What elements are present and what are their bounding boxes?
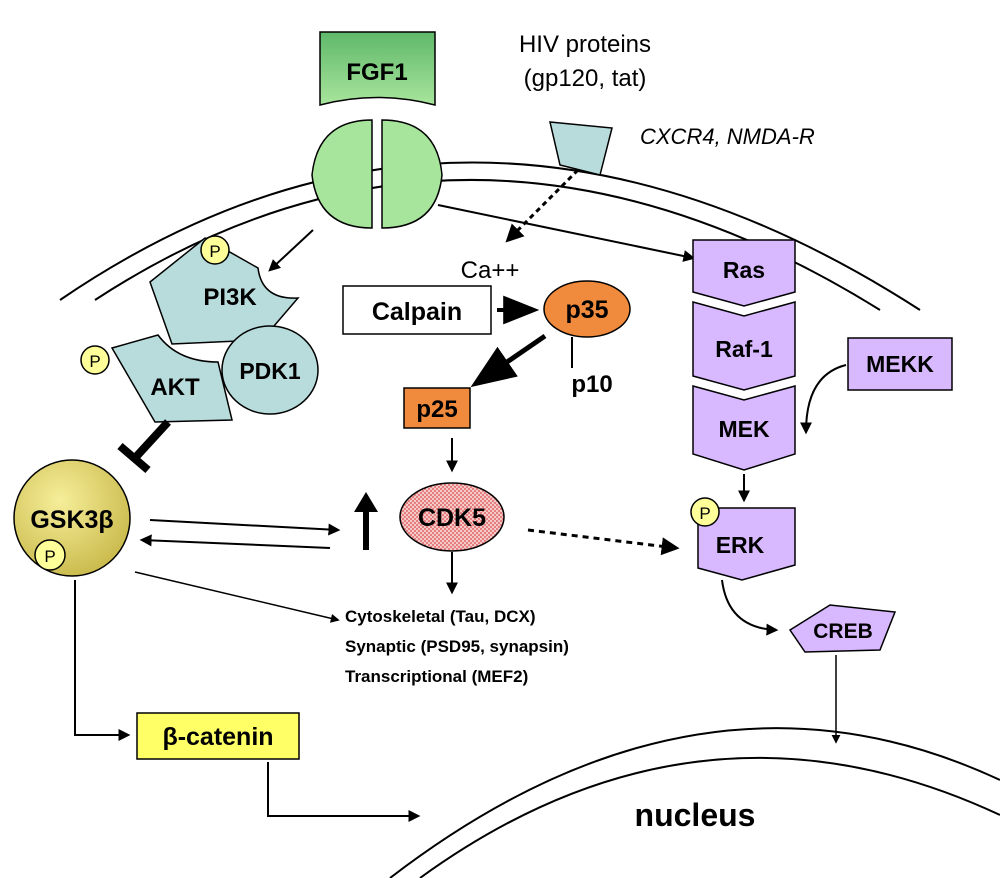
- arrow-mekk-to-mek: [800, 364, 847, 435]
- calcium-label: Ca++: [461, 257, 520, 284]
- erk-node: ERK: [697, 507, 796, 581]
- akt-label: AKT: [150, 374, 200, 401]
- gsk3b-node: GSK3β: [13, 459, 131, 577]
- raf1-node: Raf-1: [692, 301, 796, 391]
- beta-catenin-node: β-catenin: [136, 712, 300, 760]
- erk-label: ERK: [716, 532, 765, 558]
- arrow-catenin-to-nucleus: [267, 762, 421, 822]
- hiv-proteins-label: HIV proteins: [519, 31, 651, 58]
- ras-node: Ras: [692, 239, 796, 307]
- inhibition-akt-gsk3b: [117, 419, 171, 474]
- gsk3b-phospho-label: P: [44, 547, 55, 566]
- arrow-gsk3b-to-catenin: [74, 580, 131, 741]
- hiv-proteins-sub-label: (gp120, tat): [524, 65, 647, 92]
- mekk-node: MEKK: [847, 337, 953, 391]
- gsk3b-label: GSK3β: [30, 506, 113, 534]
- arrow-cdk5-to-gsk3b: [139, 534, 331, 549]
- erk-phospho: P: [690, 497, 720, 527]
- beta-catenin-label: β-catenin: [162, 723, 273, 751]
- mek-label: MEK: [718, 416, 770, 442]
- target-synaptic: Synaptic (PSD95, synapsin): [345, 637, 569, 656]
- arrow-gsk3b-to-targets: [134, 571, 340, 623]
- creb-label: CREB: [813, 620, 873, 643]
- pi3k-node: PI3K: [149, 237, 300, 345]
- cdk5-targets: Cytoskeletal (Tau, DCX) Synaptic (PSD95,…: [345, 607, 569, 686]
- akt-node: AKT: [110, 334, 233, 423]
- arrow-cdk5-to-erk: [527, 528, 680, 556]
- target-transcriptional: Transcriptional (MEF2): [345, 667, 528, 686]
- gsk3b-phospho: P: [34, 539, 66, 571]
- p10-label: p10: [571, 371, 612, 398]
- nucleus-label: nucleus: [635, 797, 756, 833]
- pdk1-node: PDK1: [221, 325, 319, 415]
- cdk5-label: CDK5: [418, 504, 486, 532]
- arrow-gsk3b-to-cdk5: [149, 519, 341, 536]
- pdk1-label: PDK1: [239, 358, 301, 384]
- arrow-receptor-to-calcium: [505, 168, 580, 243]
- arrow-receptor-to-ras: [437, 204, 696, 262]
- erk-phospho-label: P: [699, 504, 710, 523]
- cdk5-node: CDK5: [399, 482, 505, 552]
- ras-label: Ras: [723, 257, 765, 283]
- increase-arrow-icon: [354, 492, 378, 550]
- pi3k-phospho: P: [200, 235, 230, 265]
- creb-node: CREB: [788, 604, 897, 653]
- raf1-label: Raf-1: [715, 336, 773, 362]
- akt-phospho: P: [80, 345, 110, 375]
- pi3k-phospho-label: P: [209, 242, 220, 261]
- arrow-p35-to-p25: [470, 333, 547, 388]
- nucleus-membrane: [389, 727, 1000, 878]
- target-cytoskeletal: Cytoskeletal (Tau, DCX): [345, 607, 536, 626]
- fgf1-ligand: FGF1: [319, 31, 436, 106]
- calpain-node: Calpain: [342, 285, 492, 335]
- p25-node: p25: [403, 387, 471, 429]
- p35-label: p35: [565, 296, 608, 324]
- arrow-erk-to-creb: [721, 579, 779, 636]
- fgf-receptor: [311, 119, 443, 229]
- fgf1-label: FGF1: [346, 59, 407, 86]
- pi3k-label: PI3K: [203, 284, 257, 311]
- p25-label: p25: [416, 396, 457, 423]
- p35-node: p35: [543, 280, 631, 338]
- mekk-label: MEKK: [866, 351, 934, 377]
- akt-phospho-label: P: [89, 352, 100, 371]
- arrow-receptor-to-pi3k: [268, 229, 314, 272]
- hiv-receptor: [549, 121, 613, 176]
- receptor-label: CXCR4, NMDA-R: [640, 124, 815, 149]
- mek-node: MEK: [692, 385, 796, 471]
- calpain-label: Calpain: [372, 298, 462, 326]
